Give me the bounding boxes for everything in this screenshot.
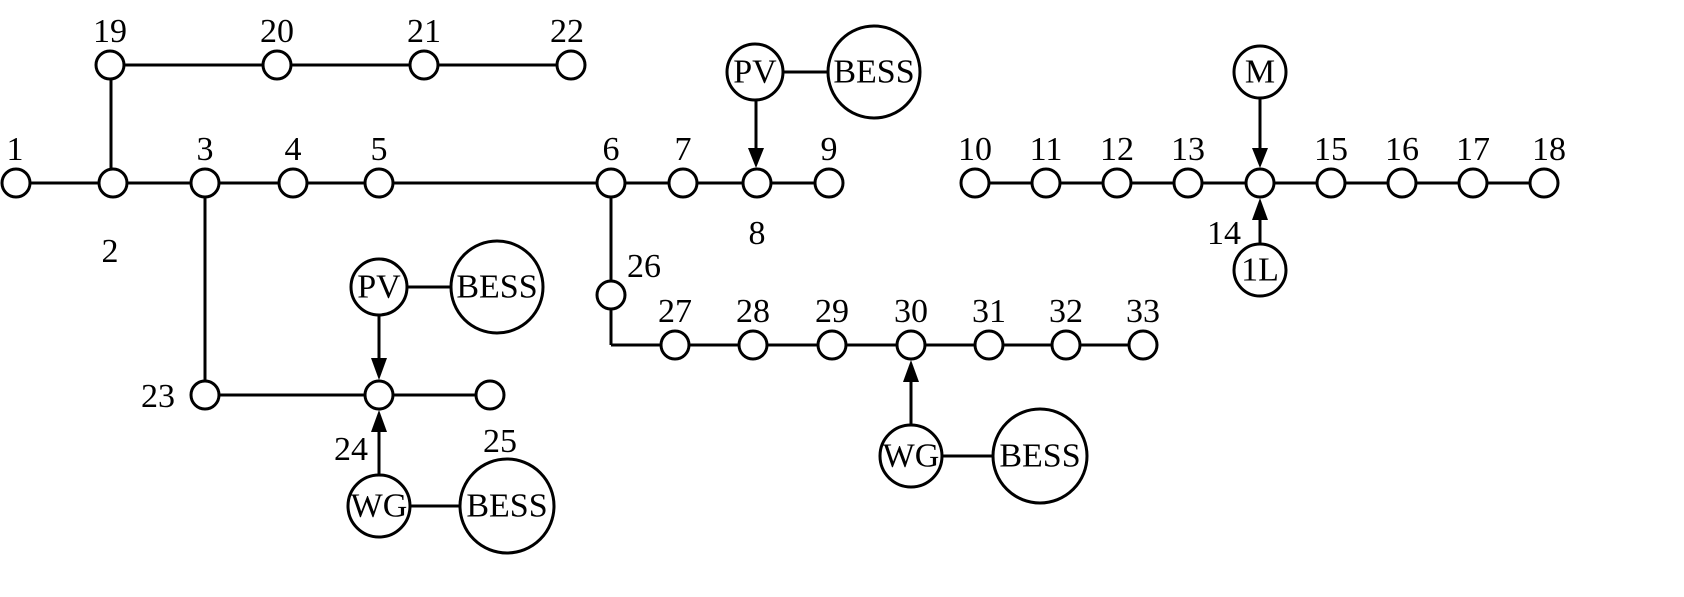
bus-28-node — [737, 329, 769, 361]
bus-20-node — [261, 49, 293, 81]
bus-25-label: 25 — [483, 423, 517, 460]
bus-27-label: 27 — [658, 293, 692, 330]
bus-2-node — [97, 167, 129, 199]
pv24-to-bus24-arrowhead — [371, 358, 387, 380]
bus-24-label: 24 — [334, 431, 368, 468]
motor-bus14-label: M — [1245, 54, 1275, 91]
bus-22-node — [555, 49, 587, 81]
bus-3-node — [189, 167, 221, 199]
bus-33-label: 33 — [1126, 293, 1160, 330]
pv-bus24-circle — [349, 257, 409, 317]
bus-8-node — [741, 167, 773, 199]
bus-10-label: 10 — [958, 131, 992, 168]
pv-bus8-label: PV — [733, 54, 777, 91]
bess-pv-bus8-circle — [826, 24, 922, 120]
bess-wg-bus30-label: BESS — [999, 438, 1080, 475]
bus-4-label: 4 — [285, 131, 302, 168]
bus-17-node — [1457, 167, 1489, 199]
wg-bus24-label: WG — [351, 488, 408, 525]
bus-30-node — [895, 329, 927, 361]
bus-29-node — [816, 329, 848, 361]
bus-30-label: 30 — [894, 293, 928, 330]
bus-23-label: 23 — [141, 378, 175, 415]
bus-15-label: 15 — [1314, 131, 1348, 168]
wg24-to-bus24-arrowhead — [371, 410, 387, 432]
pv8-to-bus8-arrowhead — [748, 148, 764, 168]
bus-26-label: 26 — [627, 248, 661, 285]
bus-32-label: 32 — [1049, 293, 1083, 330]
bus-24-node — [363, 379, 395, 411]
bus-6-label: 6 — [603, 131, 620, 168]
bus-6-node — [595, 167, 627, 199]
bess-wg-bus30-circle — [991, 407, 1089, 505]
bus-23-node — [189, 379, 221, 411]
bus-31-node — [973, 329, 1005, 361]
bus-5-node — [363, 167, 395, 199]
bus-22-label: 22 — [550, 13, 584, 50]
bus-19-label: 19 — [93, 13, 127, 50]
bus-3-label: 3 — [197, 131, 214, 168]
bus-21-node — [408, 49, 440, 81]
bus-11-label: 11 — [1030, 131, 1063, 168]
bus-7-label: 7 — [675, 131, 692, 168]
bus-16-node — [1386, 167, 1418, 199]
load-bus14-circle — [1232, 242, 1288, 298]
bus-7-node — [667, 167, 699, 199]
load-bus14-label: 1L — [1241, 252, 1279, 289]
bess-pv-bus24-circle — [449, 239, 545, 335]
bus-12-label: 12 — [1100, 131, 1134, 168]
bus-16-label: 16 — [1385, 131, 1419, 168]
bus-25-node — [474, 379, 506, 411]
bus-18-node — [1528, 167, 1560, 199]
bus-9-node — [813, 167, 845, 199]
bus-20-label: 20 — [260, 13, 294, 50]
bus-9-label: 9 — [821, 131, 838, 168]
pv-bus24-label: PV — [357, 269, 401, 306]
bus-8-label: 8 — [749, 215, 766, 252]
bus-2-label: 2 — [102, 233, 119, 270]
bess-wg-bus24-label: BESS — [466, 488, 547, 525]
bus-5-label: 5 — [371, 131, 388, 168]
bus-19-node — [94, 49, 126, 81]
wg-bus24-circle — [346, 473, 412, 539]
bus-31-label: 31 — [972, 293, 1006, 330]
bus-32-node — [1050, 329, 1082, 361]
bus-14-node — [1244, 167, 1276, 199]
bess-pv-bus24-label: BESS — [456, 269, 537, 306]
bess-wg-bus24-circle — [458, 457, 556, 555]
wg-bus30-label: WG — [883, 438, 940, 475]
pv-bus8-circle — [725, 42, 785, 102]
wg-bus30-circle — [878, 423, 944, 489]
bess-pv-bus8-label: BESS — [833, 54, 914, 91]
motor-to-bus14-arrowhead — [1252, 148, 1268, 168]
bus-11-node — [1030, 167, 1062, 199]
bus-1-node — [0, 167, 32, 199]
bus-13-node — [1172, 167, 1204, 199]
bus-21-label: 21 — [407, 13, 441, 50]
bus-33-node — [1127, 329, 1159, 361]
bus-12-node — [1101, 167, 1133, 199]
bus-4-node — [277, 167, 309, 199]
bus-29-label: 29 — [815, 293, 849, 330]
bus-28-label: 28 — [736, 293, 770, 330]
bus-1-label: 1 — [7, 131, 24, 168]
bus-13-label: 13 — [1171, 131, 1205, 168]
bus-18-label: 18 — [1532, 131, 1566, 168]
motor-bus14-circle — [1232, 44, 1288, 100]
bus-17-label: 17 — [1456, 131, 1490, 168]
bus-14-label: 14 — [1207, 215, 1241, 252]
wg30-to-bus30-arrowhead — [903, 360, 919, 382]
bus-26-node — [595, 279, 627, 311]
bus-27-node — [659, 329, 691, 361]
bus-10-node — [959, 167, 991, 199]
bus-15-node — [1315, 167, 1347, 199]
load-to-bus14-arrowhead — [1252, 198, 1268, 220]
